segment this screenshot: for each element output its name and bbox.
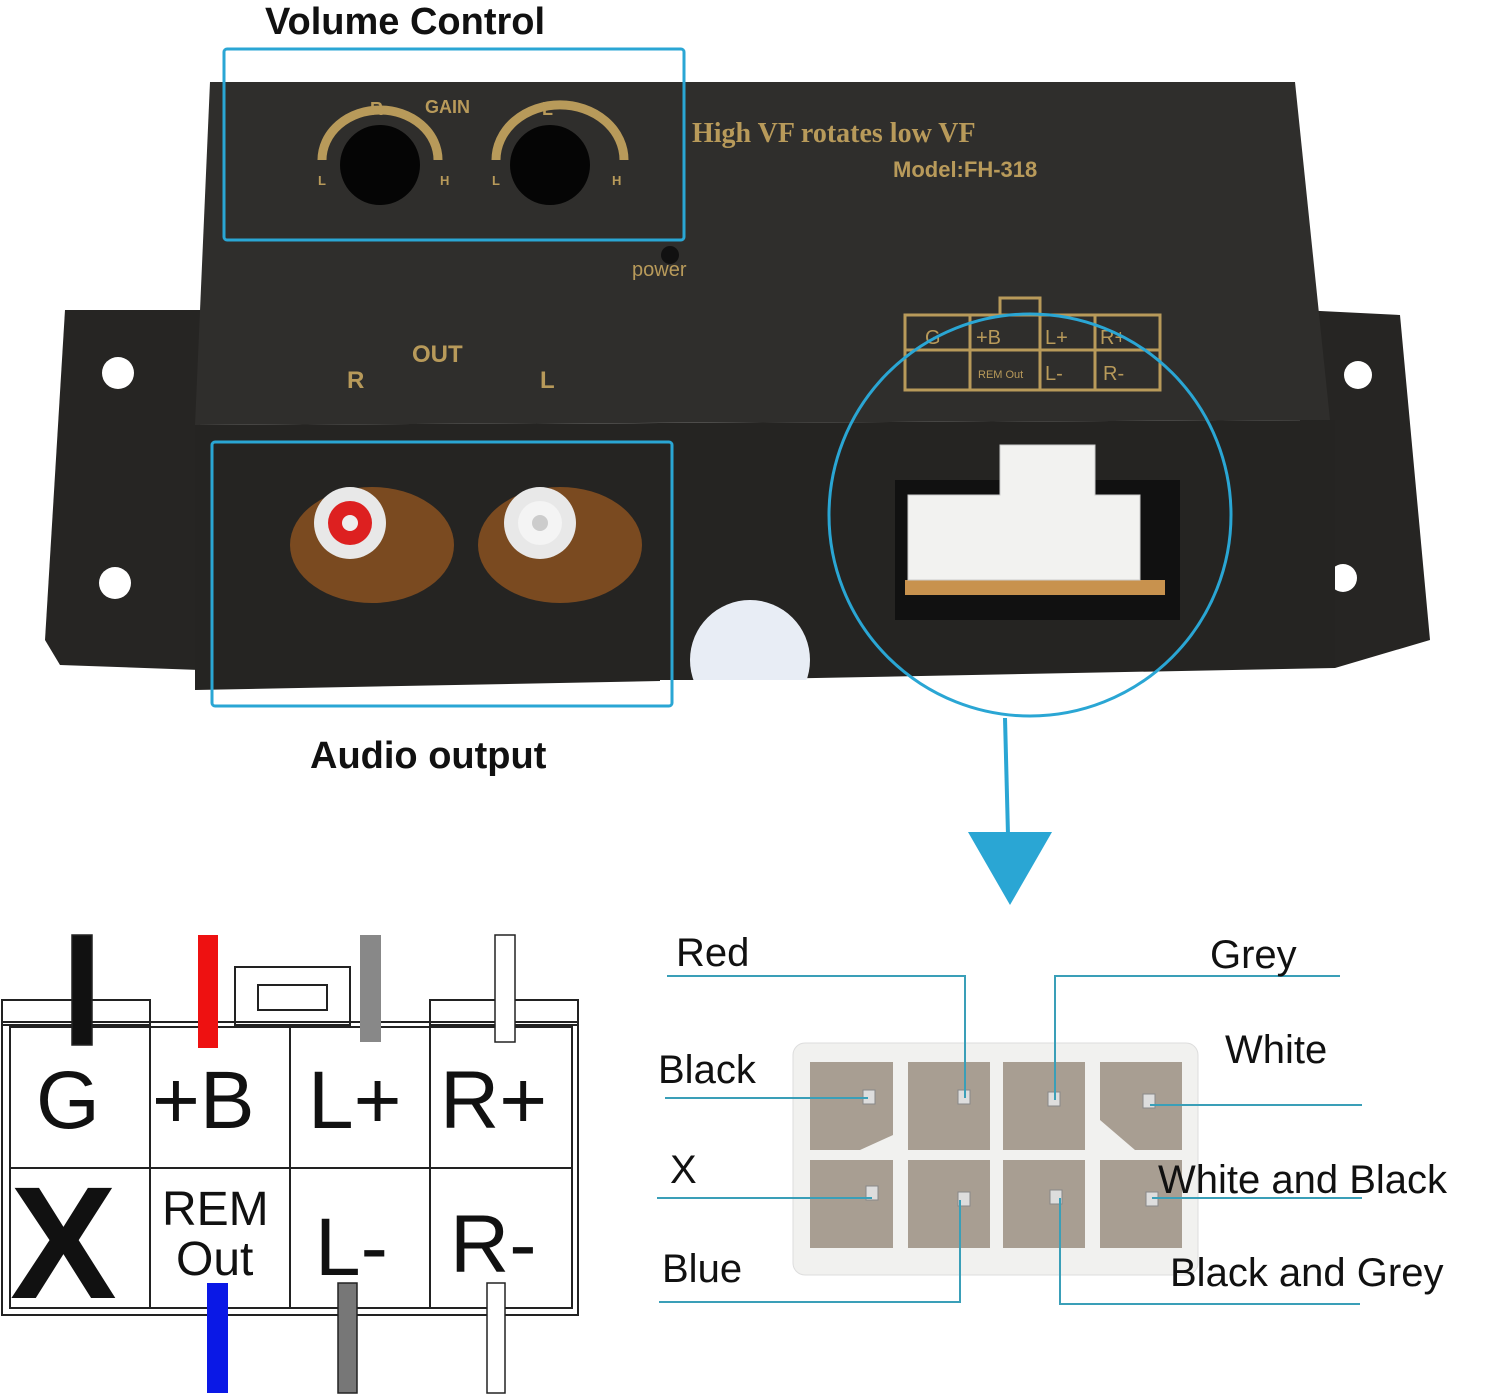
pin-r-plus: R+ [440, 1055, 547, 1146]
label-white: White [1225, 1028, 1327, 1072]
gain-knob-r [317, 105, 443, 205]
pin-rem: REM [162, 1183, 269, 1236]
wire-black-grey [337, 1282, 358, 1394]
printed-pin-lplus: L+ [1045, 327, 1068, 349]
rca-jack-r [290, 487, 454, 603]
label-black: Black [658, 1048, 757, 1092]
label-red: Red [676, 931, 749, 975]
wire-white [494, 934, 516, 1043]
label-grey: Grey [1210, 933, 1297, 977]
audio-output-label: Audio output [310, 735, 547, 777]
rca-jack-l [478, 487, 642, 603]
printed-pin-lminus: L- [1045, 363, 1063, 385]
pin-plus-b: +B [152, 1055, 255, 1146]
model-label: Model:FH-318 [893, 157, 1037, 182]
power-label: power [632, 259, 687, 281]
wire-red [198, 935, 218, 1048]
label-white-and-black: White and Black [1158, 1158, 1448, 1202]
device-connector-port [895, 444, 1180, 620]
callout-lines [657, 975, 1362, 1305]
wire-white-black [486, 1282, 506, 1394]
wire-blue [207, 1283, 228, 1393]
wire-grey [360, 935, 381, 1042]
printed-pin-b: +B [976, 327, 1001, 349]
knob-low-label: L [492, 173, 500, 188]
connector-highlight-circle [827, 312, 1233, 718]
printed-pin-rminus: R- [1103, 363, 1124, 385]
pin-g: G [36, 1055, 100, 1146]
audio-output-highlight [210, 440, 674, 708]
label-x: X [670, 1148, 697, 1192]
label-black-and-grey: Black and Grey [1170, 1251, 1443, 1295]
gain-label: GAIN [425, 97, 470, 117]
pin-x: X [10, 1153, 117, 1332]
knob-low-label: L [318, 173, 326, 188]
device-top-panel [195, 82, 1330, 425]
arrow-line [1003, 717, 1010, 836]
arrow-down-icon [968, 832, 1052, 905]
volume-control-label: Volume Control [265, 1, 545, 43]
pin-l-minus: L- [315, 1202, 388, 1293]
pin-out: Out [176, 1233, 253, 1286]
gain-r-label: R [370, 99, 383, 119]
wire-black [71, 934, 93, 1046]
pin-r-minus: R- [450, 1199, 537, 1290]
gain-l-label: L [542, 99, 553, 119]
connector-closeup [792, 1042, 1199, 1276]
device-title: High VF rotates low VF [692, 118, 976, 149]
gain-knob-l [491, 100, 629, 205]
knob-high-label: H [612, 173, 621, 188]
wires [71, 934, 516, 1394]
knob-high-label: H [440, 173, 449, 188]
pin-l-plus: L+ [308, 1055, 402, 1146]
label-blue: Blue [662, 1247, 742, 1291]
printed-pin-rem: REM Out [978, 369, 1023, 381]
power-led [661, 246, 679, 264]
out-l-label: L [540, 367, 555, 394]
printed-pin-rplus: R+ [1100, 327, 1126, 349]
volume-control-highlight [222, 47, 686, 242]
out-label: OUT [412, 341, 463, 368]
out-r-label: R [347, 367, 364, 394]
mounting-bracket-left [45, 310, 200, 670]
